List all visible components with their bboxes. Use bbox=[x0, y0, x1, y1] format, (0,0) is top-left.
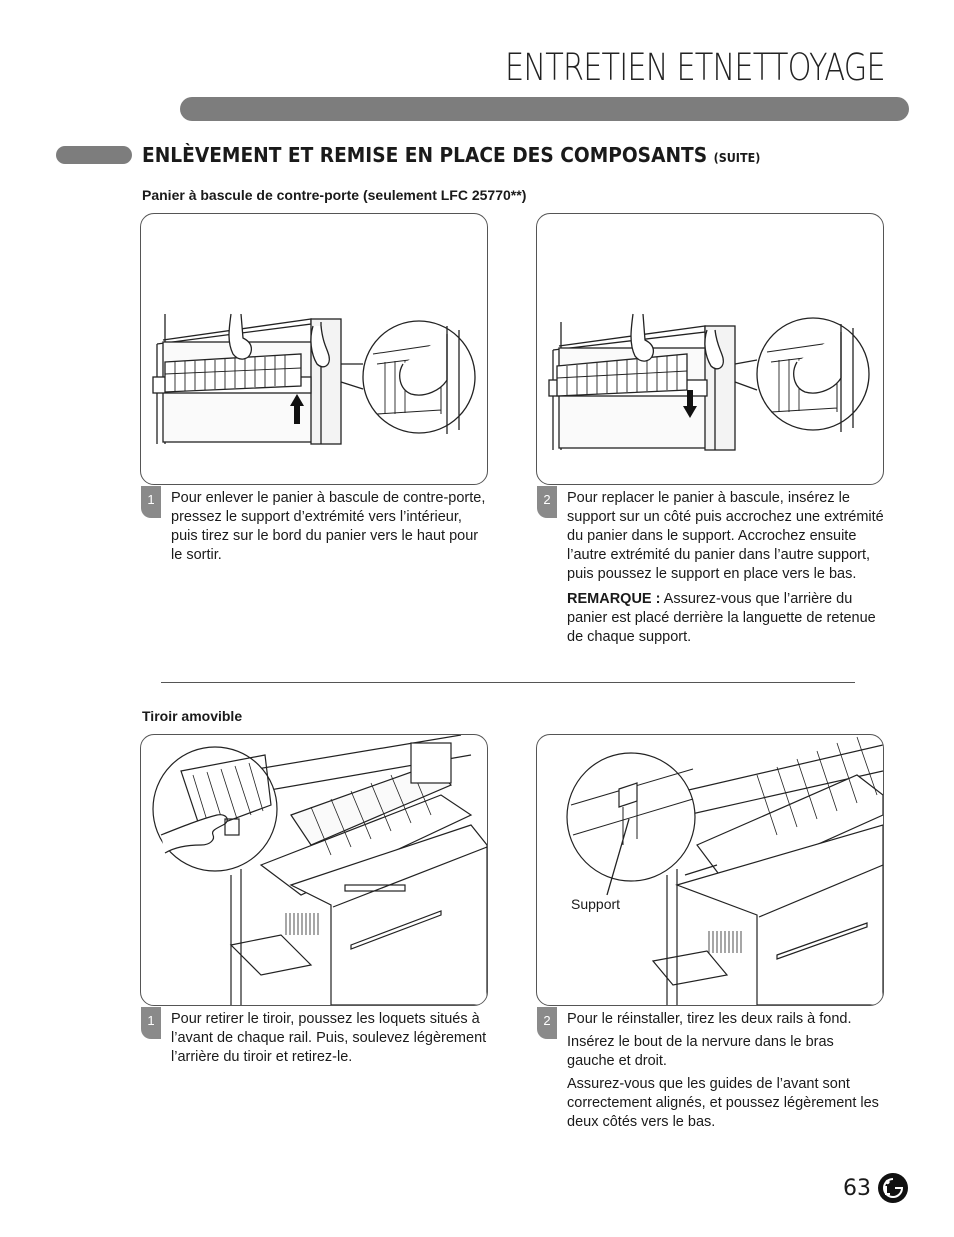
basket-step-1-text: Pour enlever le panier à bascule de cont… bbox=[171, 490, 486, 563]
drawer-step-2-p2: Insérez le bout de la nervure dans le br… bbox=[567, 1034, 834, 1069]
drawer-step-1-number: 1 bbox=[141, 1007, 161, 1039]
drawer-removal-illustration bbox=[140, 734, 488, 1006]
basket-step-2-body: Pour replacer le panier à bascule, insér… bbox=[567, 489, 885, 651]
drawer-step-2-p1: Pour le réinstaller, tirez les deux rail… bbox=[567, 1011, 852, 1027]
basket-note-text: Assurez-vous que l’arrière du panier est… bbox=[567, 591, 876, 645]
section-title-text: ENLÈVEMENT ET REMISE EN PLACE DES COMPOS… bbox=[142, 143, 708, 167]
header-bar bbox=[180, 97, 909, 121]
basket-step-2-number: 2 bbox=[537, 486, 557, 518]
drawer-reinstall-illustration bbox=[536, 734, 884, 1006]
section-title: ENLÈVEMENT ET REMISE EN PLACE DES COMPOS… bbox=[142, 143, 760, 167]
basket-step-1-number: 1 bbox=[141, 486, 161, 518]
lg-logo-icon bbox=[877, 1172, 909, 1204]
drawer-heading: Tiroir amovible bbox=[142, 708, 243, 724]
section-pill bbox=[56, 146, 132, 164]
drawer-step-2-p3: Assurez-vous que les guides de l’avant s… bbox=[567, 1076, 879, 1130]
basket-step-2-note: REMARQUE : Assurez-vous que l’arrière du… bbox=[567, 590, 885, 647]
basket-step-2-text: Pour replacer le panier à bascule, insér… bbox=[567, 490, 884, 582]
drawer-step-2-body: Pour le réinstaller, tirez les deux rail… bbox=[567, 1010, 885, 1136]
section-title-suffix: (SUITE) bbox=[713, 151, 761, 165]
basket-replace-illustration bbox=[536, 213, 884, 485]
basket-removal-illustration bbox=[140, 213, 488, 485]
section-divider bbox=[161, 682, 855, 683]
basket-heading: Panier à bascule de contre-porte (seulem… bbox=[142, 187, 527, 203]
page-header-title: ENTRETIEN ETNETTOYAGE bbox=[505, 46, 886, 89]
drawer-step-1-text: Pour retirer le tiroir, poussez les loqu… bbox=[171, 1011, 487, 1065]
basket-note-label: REMARQUE : bbox=[567, 591, 661, 607]
page-number: 63 bbox=[843, 1176, 871, 1201]
drawer-step-2-number: 2 bbox=[537, 1007, 557, 1039]
support-label: Support bbox=[571, 896, 621, 912]
